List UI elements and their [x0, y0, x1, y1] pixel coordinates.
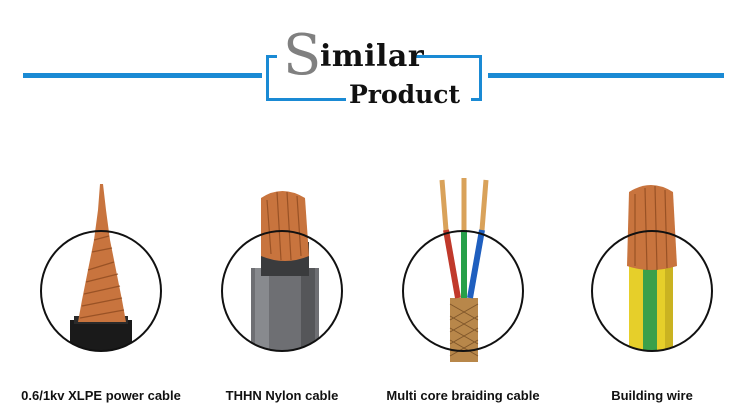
braiding-cable-image	[402, 178, 524, 362]
title-similar: imilar	[320, 39, 425, 74]
bracket-bottom-left	[266, 98, 346, 101]
header-line-right	[488, 73, 724, 78]
section-header: S imilar Product	[0, 0, 750, 130]
xlpe-cable-image	[40, 184, 162, 352]
title-product: Product	[349, 80, 461, 109]
product-label-xlpe[interactable]: 0.6/1kv XLPE power cable	[21, 388, 181, 403]
thhn-cable-image	[221, 191, 343, 352]
product-card-thhn[interactable]	[189, 170, 375, 410]
bracket-bottom-right	[471, 55, 482, 101]
product-card-xlpe[interactable]	[8, 170, 194, 410]
product-card-building-wire[interactable]	[559, 170, 745, 410]
product-label-building-wire[interactable]: Building wire	[611, 388, 693, 403]
product-card-braiding[interactable]	[370, 170, 556, 410]
bracket-top-left	[266, 55, 277, 98]
building-wire-image	[591, 185, 713, 352]
product-label-braiding[interactable]: Multi core braiding cable	[386, 388, 540, 403]
header-line-left	[23, 73, 262, 78]
title-initial: S	[283, 23, 322, 88]
product-label-thhn[interactable]: THHN Nylon cable	[225, 388, 339, 403]
bracket-top-right	[412, 55, 479, 58]
